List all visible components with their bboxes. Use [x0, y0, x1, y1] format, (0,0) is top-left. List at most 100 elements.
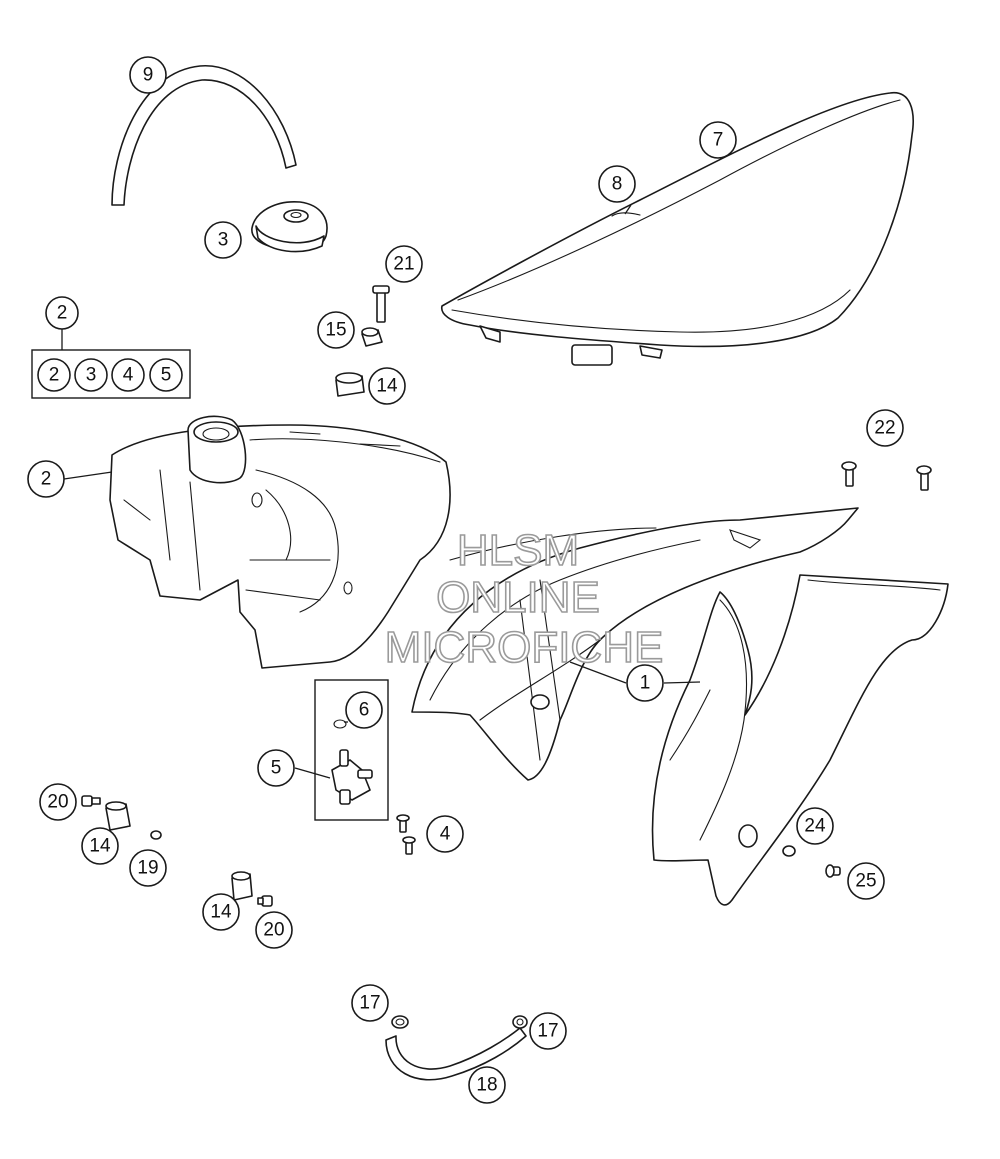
- callout-circle: [27, 460, 65, 498]
- callout-label: 14: [376, 376, 398, 397]
- watermark-line3: MICROFICHE: [385, 623, 664, 672]
- callout-circle: [598, 165, 636, 203]
- left-spoiler: [411, 507, 859, 781]
- callout-label: 20: [47, 792, 68, 813]
- callout[interactable]: 21: [385, 245, 423, 283]
- callout-circle: [368, 367, 406, 405]
- seat: [441, 92, 914, 366]
- callout-label: 7: [713, 130, 724, 151]
- callout-circle: [257, 749, 295, 787]
- callout-circle: [345, 691, 383, 729]
- callout-label: 17: [359, 993, 380, 1014]
- callout[interactable]: 22: [866, 409, 904, 447]
- callout[interactable]: 17: [529, 1012, 567, 1050]
- callout[interactable]: 2: [27, 460, 65, 498]
- callout-label: 3: [218, 230, 229, 251]
- callout-circle: [202, 893, 240, 931]
- callout-label: 2: [41, 469, 52, 490]
- callout[interactable]: 25: [847, 862, 885, 900]
- callout-label: 25: [855, 871, 876, 892]
- callout-label: 14: [89, 836, 111, 857]
- callout-circle: [45, 296, 79, 330]
- callout[interactable]: 15: [317, 311, 355, 349]
- callout[interactable]: 18: [468, 1066, 506, 1104]
- callout-circle: [317, 311, 355, 349]
- callout[interactable]: 6: [345, 691, 383, 729]
- callout-circle: [129, 849, 167, 887]
- callout-circle: [385, 245, 423, 283]
- callout[interactable]: 1: [626, 664, 664, 702]
- bushing-15: [361, 327, 383, 347]
- screws-4: [396, 814, 416, 855]
- watermark-line1: HLSM: [457, 526, 579, 575]
- callout[interactable]: 9: [129, 56, 167, 94]
- callout[interactable]: 4: [111, 358, 145, 392]
- callout-label: 18: [476, 1075, 497, 1096]
- callout-circle: [111, 358, 145, 392]
- fuel-tap-box: [314, 679, 389, 821]
- callout[interactable]: 14: [202, 893, 240, 931]
- callout[interactable]: 20: [39, 783, 77, 821]
- callout-circle: [204, 221, 242, 259]
- callout-label: 5: [161, 365, 172, 386]
- callout[interactable]: 3: [74, 358, 108, 392]
- callout-circle: [847, 862, 885, 900]
- bolt-21: [372, 285, 390, 323]
- callout-label: 1: [640, 673, 651, 694]
- callout[interactable]: 17: [351, 984, 389, 1022]
- callout[interactable]: 2: [37, 358, 71, 392]
- callout-label: 2: [49, 365, 60, 386]
- callout-label: 15: [325, 320, 346, 341]
- callout[interactable]: 14: [368, 367, 406, 405]
- callout-circle: [529, 1012, 567, 1050]
- callout-label: 5: [271, 758, 282, 779]
- callout[interactable]: 5: [257, 749, 295, 787]
- callout-label: 20: [263, 920, 284, 941]
- leader-lines: [63, 204, 701, 779]
- callout-circle: [351, 984, 389, 1022]
- callout-label: 3: [86, 365, 97, 386]
- callout-label: 22: [874, 418, 895, 439]
- callout-label: 21: [393, 254, 414, 275]
- callout-circle: [74, 358, 108, 392]
- callout-circle: [129, 56, 167, 94]
- callout[interactable]: 4: [426, 815, 464, 853]
- kit-box: [31, 328, 191, 399]
- callout[interactable]: 2: [45, 296, 79, 330]
- callout[interactable]: 20: [255, 911, 293, 949]
- callout[interactable]: 24: [796, 807, 834, 845]
- callout[interactable]: 14: [81, 827, 119, 865]
- screws-22: [841, 461, 932, 491]
- callout-label: 19: [137, 858, 158, 879]
- breather-hose: [111, 65, 297, 206]
- fuel-hose-with-clamps: [385, 1015, 528, 1081]
- callout[interactable]: 7: [699, 121, 737, 159]
- callout-label: 4: [440, 824, 451, 845]
- callout-circle: [426, 815, 464, 853]
- mount-set-bottom: [231, 871, 273, 907]
- fuel-tank: [109, 415, 451, 669]
- callout-label: 14: [210, 902, 232, 923]
- callout-circle: [255, 911, 293, 949]
- fuel-cap: [251, 201, 328, 253]
- callout[interactable]: 5: [149, 358, 183, 392]
- callout-circle: [39, 783, 77, 821]
- callout-label: 4: [123, 365, 134, 386]
- callout[interactable]: 8: [598, 165, 636, 203]
- callout-label: 2: [57, 303, 68, 324]
- callout-label: 6: [359, 700, 370, 721]
- callout-circle: [699, 121, 737, 159]
- callout[interactable]: 3: [204, 221, 242, 259]
- callout-circle: [796, 807, 834, 845]
- callout-label: 8: [612, 174, 623, 195]
- callout[interactable]: 19: [129, 849, 167, 887]
- watermark-line2: ONLINE: [436, 573, 600, 622]
- callout-circle: [37, 358, 71, 392]
- right-spoiler: [651, 574, 949, 906]
- callout-circle: [149, 358, 183, 392]
- watermark: HLSM ONLINE MICROFICHE: [384, 525, 664, 673]
- callout-circle: [626, 664, 664, 702]
- rubber-buffer-14-top: [335, 372, 365, 397]
- callout-label: 9: [143, 65, 154, 86]
- washer-24-screw-25: [782, 845, 841, 878]
